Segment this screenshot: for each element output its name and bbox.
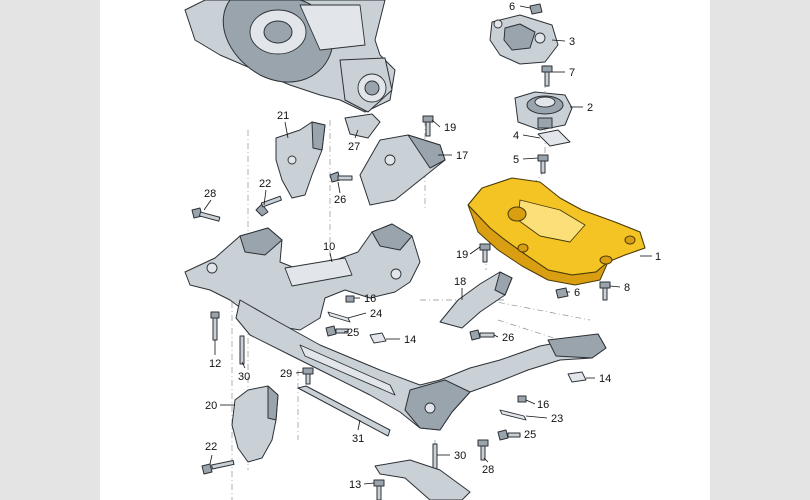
- callout-30: 30: [238, 371, 250, 383]
- callout-8: 8: [624, 282, 630, 294]
- callout-28-lower: 28: [482, 464, 494, 476]
- part-8-bolt: [599, 281, 611, 301]
- part-21-bracket: [275, 121, 326, 199]
- part-31-strut: [297, 385, 391, 437]
- callout-19-mid: 19: [456, 249, 468, 261]
- callout-31: 31: [352, 433, 364, 445]
- part-22-bolt-upper: [255, 195, 282, 217]
- transmission: [184, 0, 396, 113]
- part-27-bracket: [344, 113, 381, 139]
- callout-6-mid: 6: [574, 287, 580, 299]
- part-1-transmission-support: [467, 177, 646, 286]
- callout-13: 13: [349, 479, 361, 491]
- callout-19: 19: [444, 122, 456, 134]
- callout-30-lower: 30: [454, 450, 466, 462]
- part-30-stud-lower: [432, 443, 438, 471]
- callout-27: 27: [348, 141, 360, 153]
- callout-26-lower: 26: [502, 332, 514, 344]
- callout-14: 14: [404, 334, 416, 346]
- callout-6: 6: [509, 1, 515, 13]
- callout-28: 28: [204, 188, 216, 200]
- callout-22: 22: [259, 178, 271, 190]
- callout-29: 29: [280, 368, 292, 380]
- callout-25: 25: [347, 327, 359, 339]
- part-18-bracket: [439, 271, 513, 329]
- part-26-bolt-upper: [329, 171, 353, 183]
- callout-24: 24: [370, 308, 382, 320]
- callout-labels: 6 3 7 2 4 5 21 19 27 17 22 26 28 10 19 1…: [204, 1, 661, 491]
- callout-23: 23: [551, 413, 563, 425]
- parts-16-23-25-lower: [497, 395, 527, 441]
- callout-14-lower: 14: [599, 373, 611, 385]
- part-30-stud-upper: [239, 335, 245, 365]
- part-3-bracket: [489, 14, 559, 65]
- callout-22-lower: 22: [205, 441, 217, 453]
- part-4-plate: [537, 129, 571, 147]
- callout-5: 5: [513, 154, 519, 166]
- part-6-nut: [529, 3, 543, 15]
- callout-26: 26: [334, 194, 346, 206]
- part-2-engine-mount: [514, 91, 573, 131]
- part-28-bolt-lower: [477, 439, 489, 461]
- part-20-bracket: [231, 385, 279, 463]
- callout-16-lower: 16: [537, 399, 549, 411]
- callout-10: 10: [323, 241, 335, 253]
- callout-17: 17: [456, 150, 468, 162]
- part-6-nut-mid: [555, 287, 569, 299]
- callout-4: 4: [513, 130, 519, 142]
- part-22-bolt-lower: [201, 459, 235, 475]
- part-19-bolt: [422, 115, 434, 137]
- callout-25-lower: 25: [524, 429, 536, 441]
- part-14-upper: [369, 332, 387, 344]
- bottom-brace: [374, 459, 471, 500]
- part-5-bolt: [537, 154, 549, 174]
- callout-12: 12: [209, 358, 221, 370]
- callout-18: 18: [454, 276, 466, 288]
- parts-16-24-25-upper: [325, 295, 355, 337]
- part-19-bolt-mid: [479, 243, 491, 263]
- part-14-lower: [567, 371, 587, 383]
- callout-3: 3: [569, 36, 575, 48]
- callout-16: 16: [364, 293, 376, 305]
- part-26-bolt-lower: [469, 329, 495, 341]
- callout-21: 21: [277, 110, 289, 122]
- callout-7: 7: [569, 67, 575, 79]
- callout-1: 1: [655, 251, 661, 263]
- lower-frame: [235, 299, 607, 431]
- part-28-bolt-upper: [191, 207, 221, 222]
- callout-20: 20: [205, 400, 217, 412]
- leader-lines: [203, 5, 652, 485]
- part-13-bolt: [373, 479, 385, 500]
- callout-2: 2: [587, 102, 593, 114]
- part-17-bracket: [359, 134, 446, 206]
